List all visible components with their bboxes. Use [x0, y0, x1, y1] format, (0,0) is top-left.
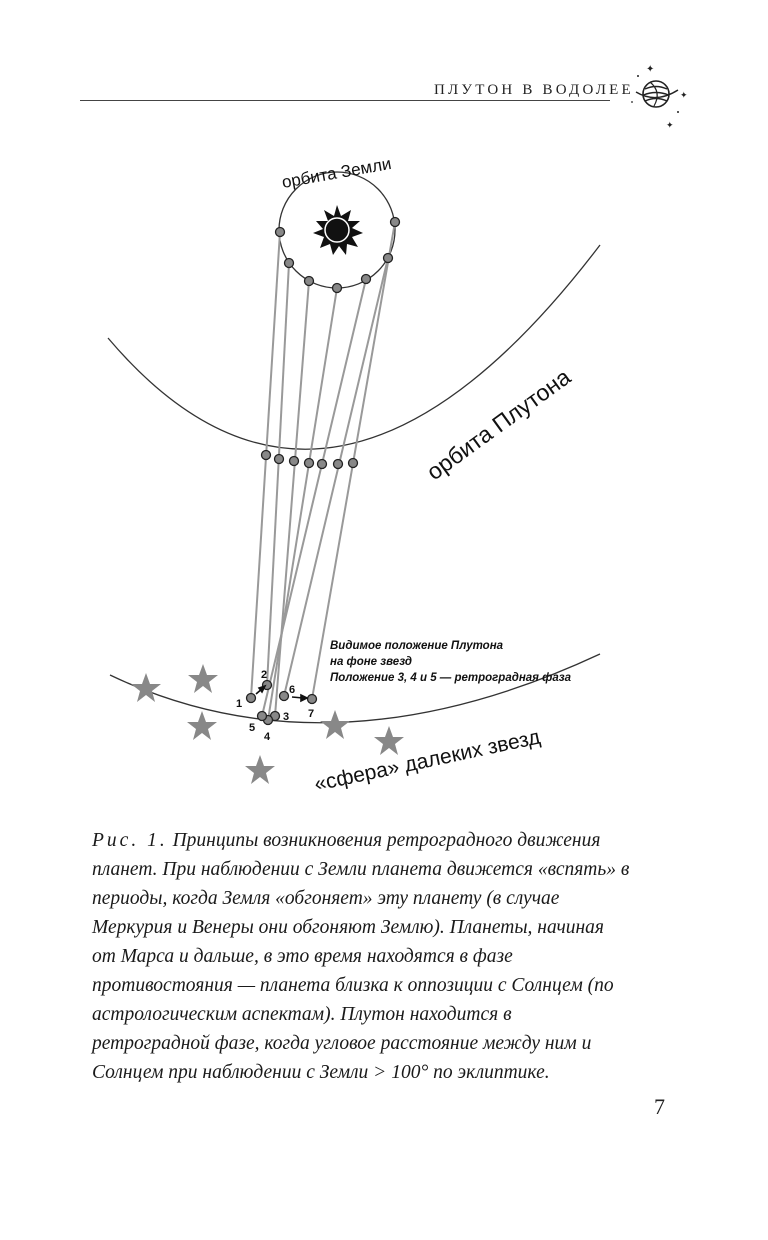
planet-logo-icon: ✦ ✦ ✦	[628, 62, 700, 130]
position-label-7: 7	[308, 708, 314, 720]
note-line-2: на фоне звезд	[330, 656, 412, 668]
note-line-1: Видимое положение Плутона	[330, 640, 504, 652]
retrograde-diagram: 1 2 3 4 5 6 7 Видимое положение Плутона …	[0, 140, 768, 800]
position-label-2: 2	[261, 669, 267, 681]
caption-text: Принципы возникновения ретроградного дви…	[92, 830, 629, 1083]
pluto-orbit-label: орбита Плутона	[422, 363, 576, 485]
position-label-5: 5	[249, 722, 255, 734]
stars-sphere-label: «сфера» далеких звезд	[312, 726, 542, 796]
header-rule	[80, 100, 610, 101]
running-title: ПЛУТОН В ВОДОЛЕЕ	[434, 82, 634, 99]
note-line-3: Положение 3, 4 и 5 — ретроградная фаза	[330, 672, 572, 684]
svg-text:✦: ✦	[646, 64, 654, 75]
svg-text:✦: ✦	[666, 120, 674, 130]
position-label-1: 1	[236, 698, 242, 710]
page-number: 7	[654, 1094, 665, 1120]
sun-icon	[313, 205, 363, 255]
svg-text:✦: ✦	[680, 90, 688, 100]
pluto-positions	[262, 451, 358, 469]
apparent-positions	[247, 681, 317, 725]
position-label-4: 4	[264, 731, 271, 743]
figure-caption: Рис. 1. Принципы возникновения ретроград…	[92, 826, 632, 1087]
position-label-6: 6	[289, 684, 295, 696]
position-label-3: 3	[283, 711, 289, 723]
caption-label: Рис. 1.	[92, 830, 168, 851]
